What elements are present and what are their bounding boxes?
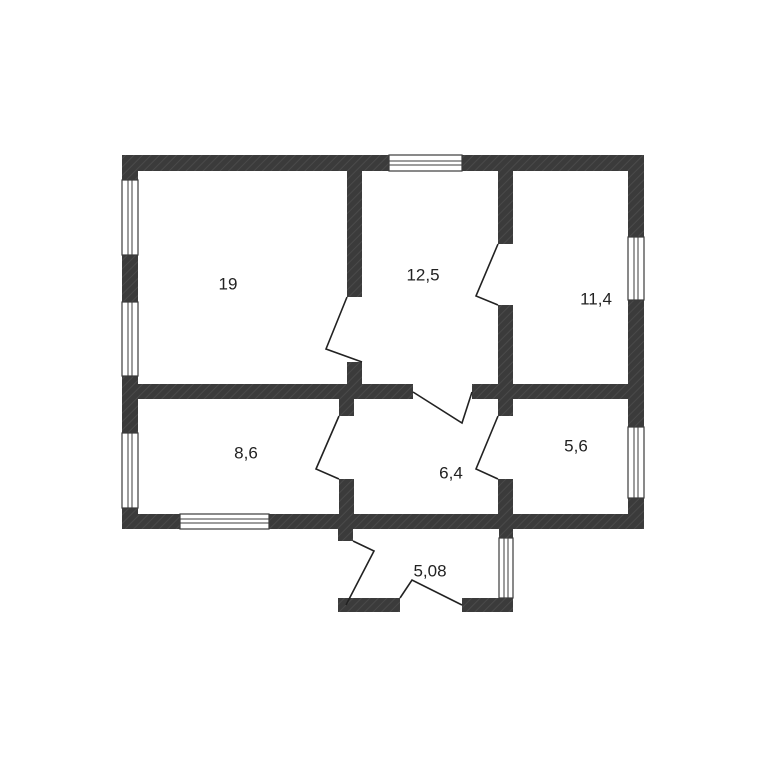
door-entrance-inner	[345, 540, 376, 606]
room-area-label: 5,08	[413, 561, 446, 580]
wall-right-1	[628, 155, 644, 237]
porch-wall-left-stub	[338, 529, 353, 541]
wall-v4-top	[498, 399, 513, 416]
wall-v1-bottom	[347, 362, 362, 384]
wall-v3-bottom	[339, 479, 354, 514]
door-entrance-outer	[399, 578, 463, 606]
room-area-label: 6,4	[439, 463, 463, 482]
room-area-label: 11,4	[580, 289, 612, 308]
porch-walls	[338, 529, 513, 612]
window-left-3	[121, 432, 139, 509]
porch-wall-bottom-left	[338, 598, 400, 612]
porch-wall-bottom-right	[462, 598, 513, 612]
wall-left-2	[122, 255, 138, 302]
room-area-label: 5,6	[564, 436, 588, 455]
window-top	[388, 154, 463, 172]
door-room-5-6	[474, 415, 499, 480]
outer-walls	[122, 155, 644, 529]
interior-walls	[138, 171, 628, 514]
porch-wall-right-stub	[499, 529, 513, 538]
window-porch	[498, 537, 514, 599]
window-left-1	[121, 179, 139, 256]
door-room-19	[324, 296, 363, 363]
wall-mid-left	[138, 384, 413, 399]
wall-top-left	[122, 155, 389, 171]
window-bottom	[179, 513, 270, 530]
wall-v1-top	[347, 171, 362, 297]
room-area-label: 8,6	[234, 443, 258, 462]
room-labels: 19 12,5 11,4 8,6 6,4 5,6 5,08	[219, 265, 612, 580]
wall-v4-bottom	[498, 479, 513, 514]
wall-mid-right	[472, 384, 628, 399]
doors	[314, 243, 499, 606]
wall-left-1	[122, 155, 138, 180]
wall-v3-top	[339, 399, 354, 416]
window-left-2	[121, 301, 139, 377]
window-right-1	[627, 236, 645, 301]
room-area-label: 12,5	[406, 265, 439, 284]
wall-left-4	[122, 508, 138, 529]
wall-v2-top	[498, 171, 513, 244]
wall-v2-bottom	[498, 305, 513, 384]
room-area-label: 19	[219, 274, 238, 293]
wall-right-3	[628, 498, 644, 529]
window-right-2	[627, 426, 645, 499]
door-room-12-5	[412, 391, 473, 425]
windows	[121, 154, 645, 599]
door-room-11-4	[474, 243, 499, 306]
door-room-8-6	[314, 415, 340, 480]
wall-right-2	[628, 300, 644, 427]
wall-left-3	[122, 376, 138, 433]
wall-bottom-right	[269, 514, 644, 529]
wall-top-right	[462, 155, 644, 171]
